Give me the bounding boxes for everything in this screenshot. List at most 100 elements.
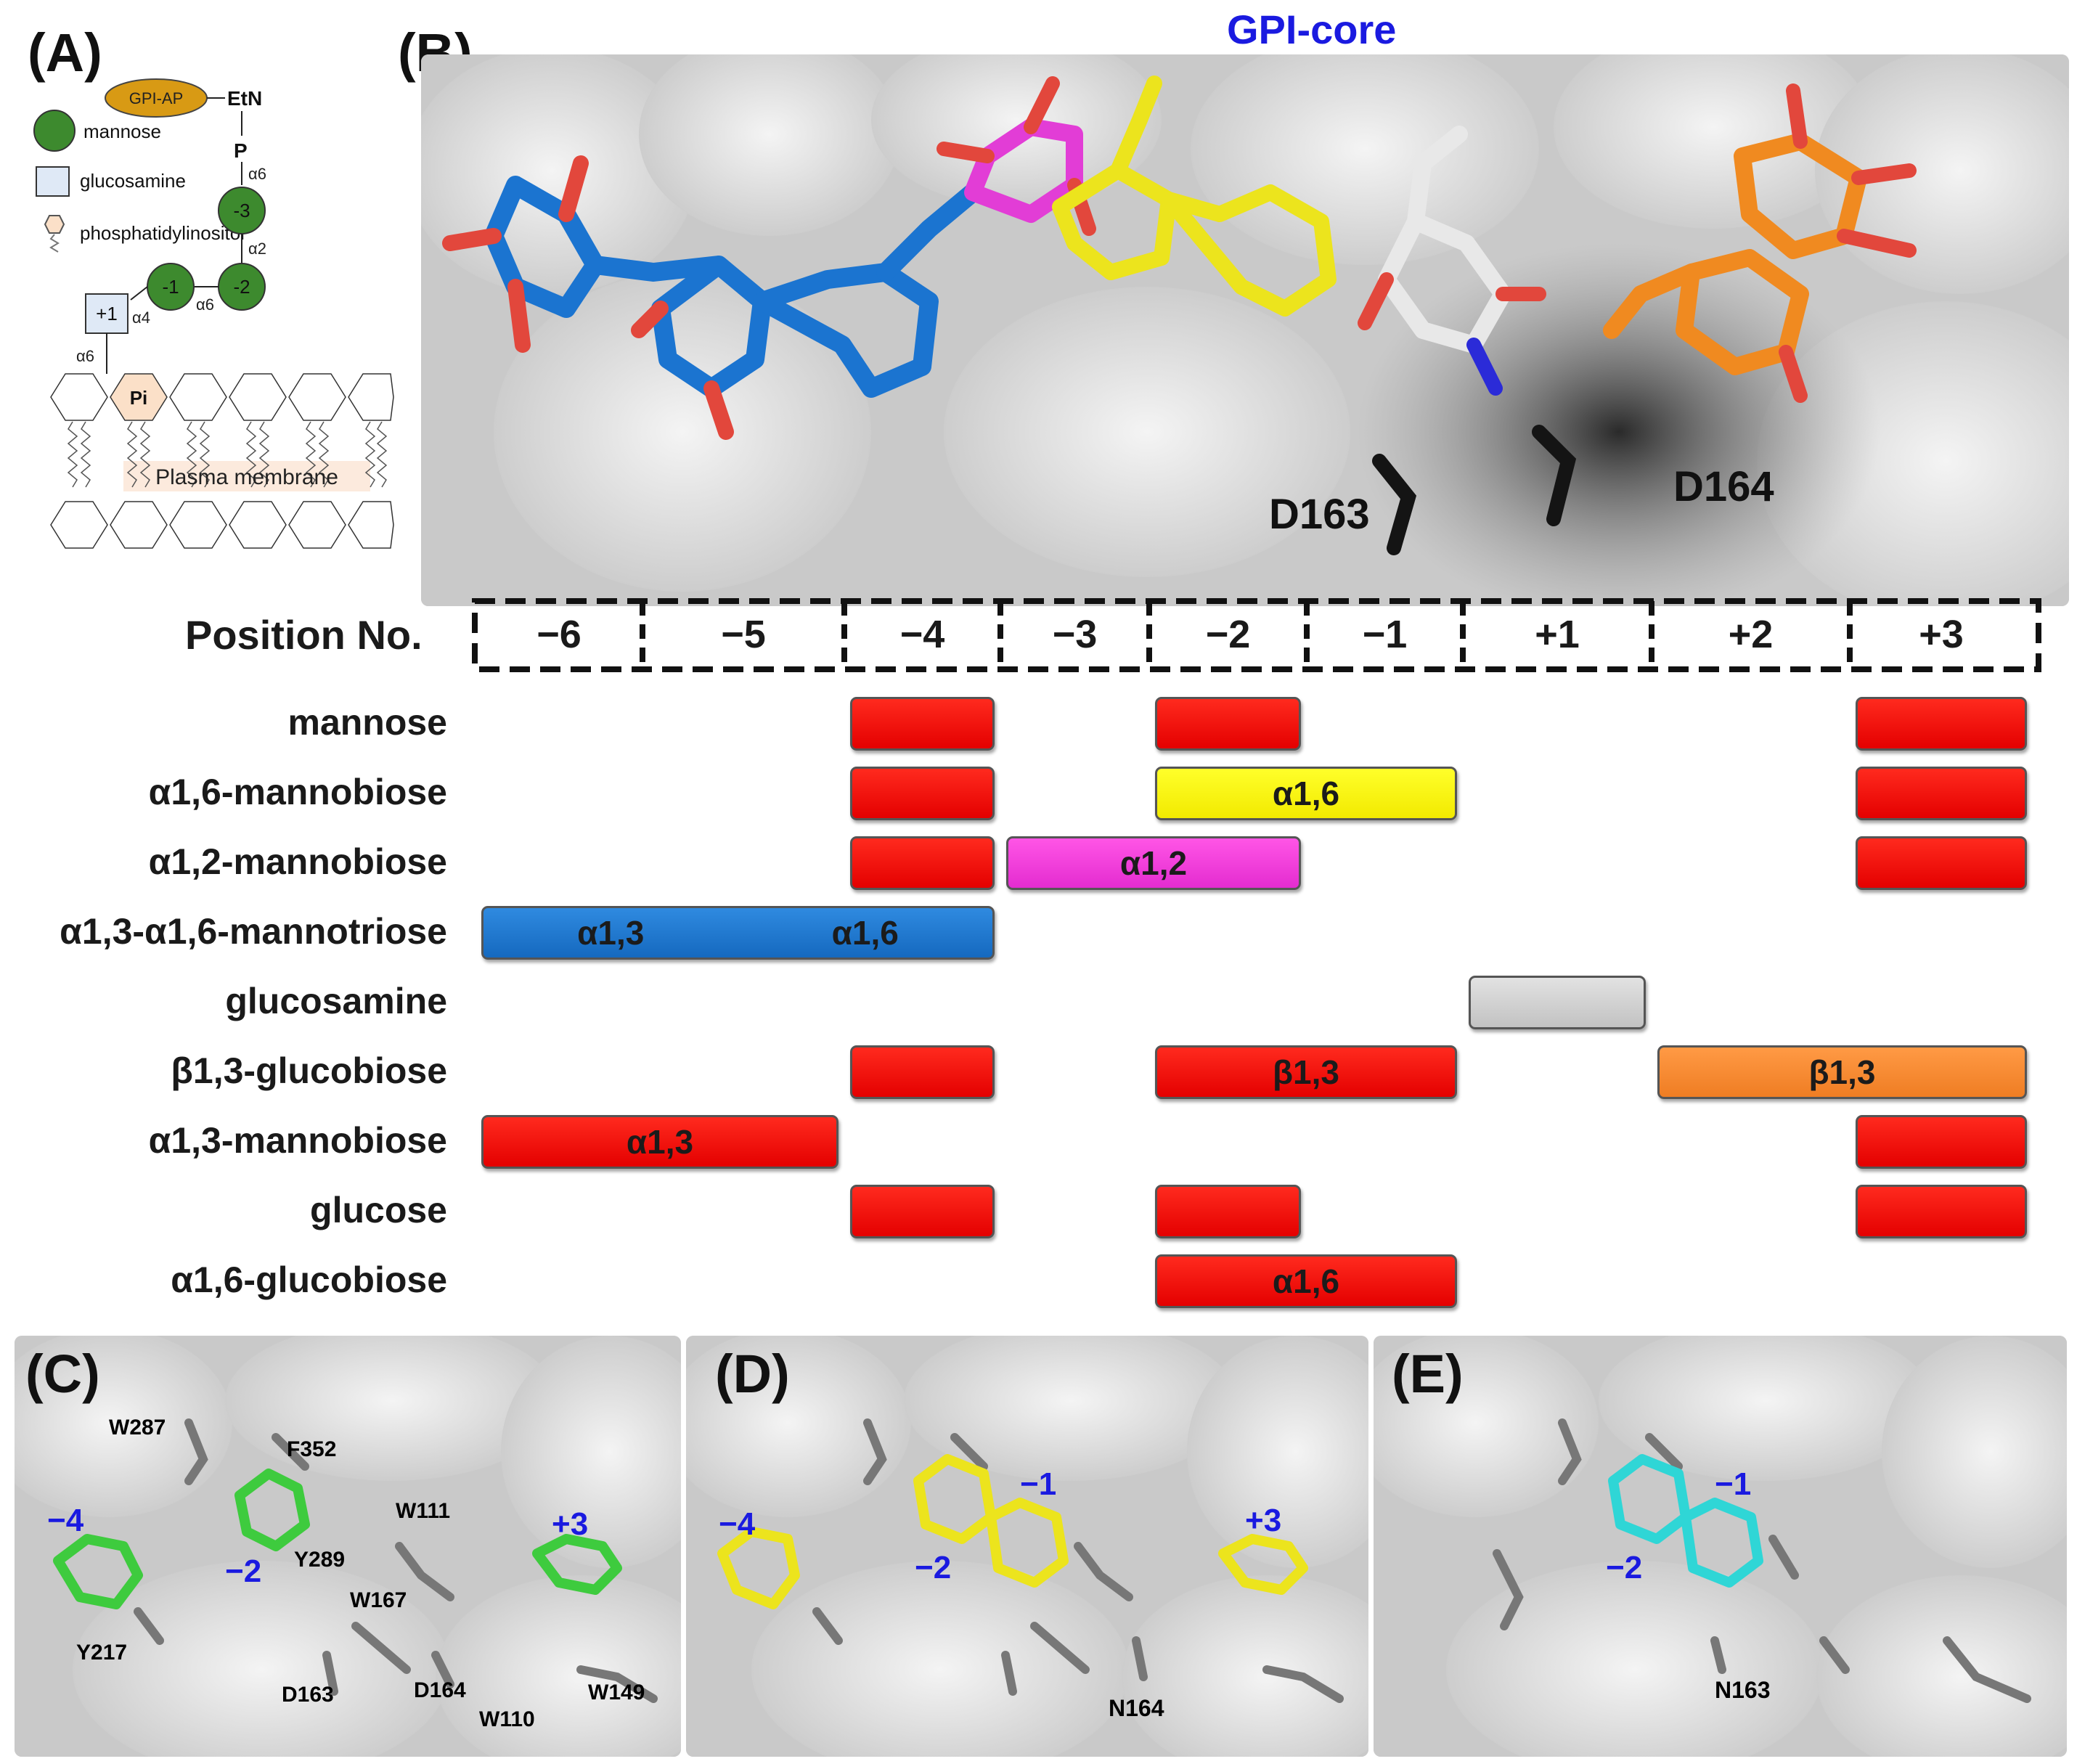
subsite-bar [1469, 976, 1646, 1029]
panel-a-letter: (A) [28, 23, 102, 83]
position-cell: −3 [1052, 613, 1098, 656]
e-site-m2: −2 [1606, 1550, 1643, 1585]
link-a6-bottom: α6 [76, 347, 94, 365]
ligand-row-label: glucosamine [225, 981, 447, 1021]
subsite-bar: α1,6 [1155, 1254, 1457, 1308]
glucosamine-p1-label: +1 [96, 303, 118, 324]
position-cell: +2 [1728, 613, 1774, 656]
bar-linkage-label: α1,3 [626, 1123, 694, 1161]
bar-linkage-label: α1,3 [577, 914, 645, 952]
position-cell: −4 [899, 613, 945, 656]
position-cell: −5 [721, 613, 766, 656]
subsite-bar: β1,3 [1155, 1045, 1457, 1099]
subsite-bar: β1,3 [1657, 1045, 2027, 1099]
link-a4: α4 [132, 309, 150, 327]
mannose-m1-label: -1 [162, 276, 179, 298]
legend-pi-label: phosphatidylinositol [80, 222, 245, 244]
subsite-bar: α1,3 [481, 1115, 838, 1169]
gpi-ap-label: GPI-AP [129, 89, 184, 107]
position-frame [472, 598, 2041, 672]
ligand-row-label: β1,3-glucobiose [171, 1050, 447, 1091]
bar-linkage-label: α1,2 [1119, 844, 1188, 882]
phosphate-label: P [234, 139, 248, 162]
legend-mannose-icon [33, 110, 76, 152]
subsite-bar [850, 1045, 995, 1099]
e-site-m1: −1 [1715, 1466, 1752, 1502]
ligand-row-label: mannose [287, 702, 447, 743]
position-cell: +3 [1919, 613, 1964, 656]
subsite-bar [1856, 697, 2027, 751]
ligand-row-label: α1,6-mannobiose [148, 772, 447, 812]
legend-pi-icon [44, 215, 65, 234]
ligand-row-label: α1,3-mannobiose [148, 1120, 447, 1161]
d163-label: D163 [1269, 491, 1370, 538]
gpi-core-label: GPI-core [1227, 7, 1397, 52]
d163-residue [1372, 454, 1417, 555]
bar-linkage-label: α1,6 [1272, 775, 1340, 812]
subsite-bar [850, 767, 995, 820]
c-w111: W111 [396, 1499, 451, 1523]
link-a2: α2 [248, 240, 266, 258]
legend-glucosamine-icon [36, 166, 70, 197]
c-site-p3: +3 [552, 1506, 589, 1542]
link-a6-top: α6 [248, 165, 266, 183]
ligand-row-label: α1,2-mannobiose [148, 841, 447, 882]
c-y289: Y289 [294, 1548, 346, 1572]
c-w167: W167 [350, 1588, 407, 1612]
position-label: Position No. [185, 612, 423, 658]
mannotriose-ligand [442, 155, 982, 440]
d-site-m4: −4 [719, 1506, 756, 1542]
position-cell: −1 [1362, 613, 1408, 656]
binding-cleft-surface: D163 D164 [421, 54, 2069, 606]
mannobiose-a16-ligand [1052, 75, 1337, 317]
panel-e-structure: (E) N163 −2 −1 [1374, 1336, 2067, 1757]
d-site-p3: +3 [1245, 1503, 1282, 1538]
link-a6-mid: α6 [196, 295, 214, 314]
subsite-bar [850, 697, 995, 751]
subsite-bar: α1,3 α1,6 [481, 906, 995, 960]
etn-label: EtN [227, 87, 262, 110]
d-site-m1: −1 [1020, 1466, 1057, 1502]
position-cell: +1 [1535, 613, 1580, 656]
bar-linkage-label: β1,3 [1272, 1053, 1340, 1091]
c-site-m4: −4 [47, 1503, 84, 1538]
d164-residue [1532, 425, 1577, 526]
ligand-row-label: α1,3-α1,6-mannotriose [60, 911, 447, 952]
subsite-bar [850, 1185, 995, 1238]
subsite-bar [1155, 697, 1301, 751]
subsite-bar [1856, 1115, 2027, 1169]
panel-d-structure: (D) N164 −4 −2 −1 +3 [686, 1336, 1368, 1757]
plasma-membrane-label: Plasma membrane [155, 465, 338, 489]
panel-d-letter: (D) [715, 1344, 790, 1404]
mannose-m3-label: -3 [233, 200, 250, 221]
glucobiose-b13-ligand [1603, 83, 1917, 403]
c-d164: D164 [414, 1678, 466, 1702]
position-cell: −6 [536, 613, 582, 656]
mannose-m2-label: -2 [233, 276, 250, 298]
subsite-bar [1856, 1185, 2027, 1238]
c-f352: F352 [287, 1437, 337, 1461]
subsite-bar [1155, 1185, 1301, 1238]
ligand-row-label: α1,6-glucobiose [171, 1259, 447, 1300]
c-site-m2: −2 [225, 1553, 262, 1589]
d-n164: N164 [1109, 1695, 1164, 1721]
c-w110: W110 [479, 1707, 535, 1731]
bar-linkage-label: α1,6 [831, 914, 899, 952]
gpi-schematic: GPI-AP EtN P α6 mannose glucosamine phos… [33, 78, 394, 549]
subsite-bar [850, 836, 995, 890]
subsite-bar: α1,6 [1155, 767, 1457, 820]
subsite-bar [1856, 767, 2027, 820]
e-n163: N163 [1715, 1677, 1771, 1703]
ligand-row-label: glucose [310, 1190, 447, 1230]
c-y217: Y217 [76, 1641, 128, 1665]
c-w287: W287 [109, 1416, 166, 1440]
c-d163: D163 [282, 1683, 334, 1707]
pi-label: Pi [130, 387, 148, 409]
c-w149: W149 [588, 1681, 645, 1704]
d164-label: D164 [1673, 463, 1774, 510]
subsite-bar [1856, 836, 2027, 890]
bar-linkage-label: α1,6 [1272, 1262, 1340, 1300]
legend-mannose-label: mannose [83, 121, 161, 142]
plasma-membrane [50, 373, 394, 549]
d-site-m2: −2 [915, 1550, 952, 1585]
